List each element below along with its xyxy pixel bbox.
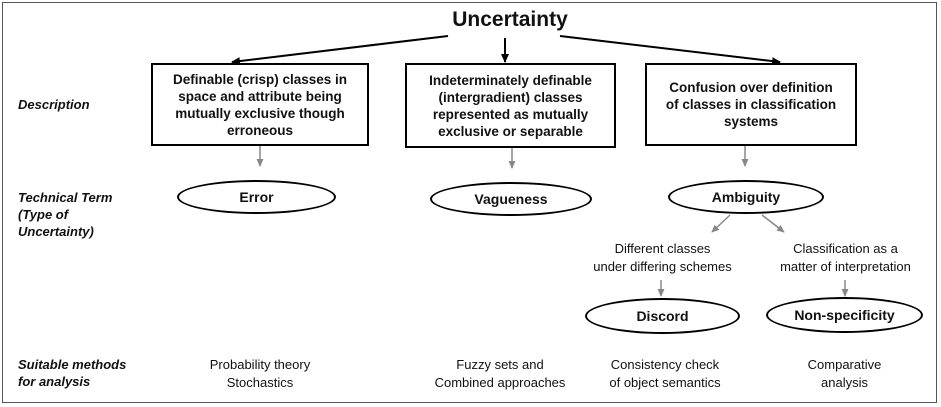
note-different-line1: Different classes <box>614 241 711 256</box>
description-error-line2: space and attribute being <box>178 88 342 104</box>
term-ambiguity: Ambiguity <box>668 180 824 214</box>
row-label-methods: Suitable methods for analysis <box>18 356 126 390</box>
note-different-classes: Different classes under differing scheme… <box>575 240 750 276</box>
arrow-ambiguity-to-different <box>711 214 731 233</box>
row-label-methods-line2: for analysis <box>18 374 91 389</box>
description-vagueness-line3: represented as mutually <box>432 106 589 122</box>
row-label-technical-term-line3: Uncertainty) <box>18 224 94 239</box>
term-error: Error <box>177 180 336 214</box>
description-ambiguity-line3: systems <box>723 114 779 129</box>
method-discord: Consistency check of object semantics <box>585 356 745 392</box>
term-discord-label: Discord <box>636 308 689 324</box>
description-box-error: Definable (crisp) classes in space and a… <box>151 63 369 146</box>
method-non-specificity-line2: analysis <box>821 375 868 390</box>
description-error-line3: mutually exclusive though <box>175 105 345 121</box>
description-box-vagueness: Indeterminately definable (intergradient… <box>405 63 616 148</box>
term-error-label: Error <box>239 189 274 205</box>
arrow-ambiguity-to-classification <box>761 214 785 233</box>
description-error-line1: Definable (crisp) classes in <box>172 71 348 87</box>
description-vagueness-line1: Indeterminately definable <box>429 72 592 88</box>
arrow-title-to-error-box <box>231 35 449 66</box>
note-classification-line1: Classification as a <box>793 241 898 256</box>
method-error: Probability theory Stochastics <box>180 356 340 392</box>
term-ambiguity-label: Ambiguity <box>711 189 781 205</box>
diagram-title: Uncertainty <box>452 8 568 31</box>
arrow-title-to-ambiguity-box <box>559 35 781 66</box>
description-ambiguity-line1: Confusion over definition <box>669 80 833 95</box>
diagram-frame <box>2 2 937 403</box>
method-vagueness-line2: Combined approaches <box>434 375 566 390</box>
note-classification-line2: matter of interpretation <box>780 259 911 274</box>
description-vagueness-line2: (intergradient) classes <box>438 89 583 105</box>
note-different-line2: under differing schemes <box>593 259 732 274</box>
method-vagueness: Fuzzy sets and Combined approaches <box>410 356 590 392</box>
row-label-description-text: Description <box>18 97 90 112</box>
note-classification-interpretation: Classification as a matter of interpreta… <box>758 240 933 276</box>
method-non-specificity: Comparative analysis <box>766 356 923 392</box>
description-vagueness-line4: exclusive or separable <box>438 123 583 139</box>
row-label-methods-line1: Suitable methods <box>18 357 127 372</box>
term-discord: Discord <box>585 298 740 334</box>
row-label-technical-term-line2: (Type of <box>18 207 69 222</box>
term-non-specificity: Non-specificity <box>766 297 923 333</box>
row-label-technical-term: Technical Term (Type of Uncertainty) <box>18 189 112 240</box>
method-non-specificity-line1: Comparative <box>807 357 882 372</box>
term-non-specificity-label: Non-specificity <box>794 307 895 323</box>
term-vagueness: Vagueness <box>430 182 592 216</box>
description-box-ambiguity: Confusion over definition of classes in … <box>645 63 857 146</box>
method-discord-line2: of object semantics <box>609 375 721 390</box>
method-vagueness-line1: Fuzzy sets and <box>456 357 544 372</box>
row-label-description: Description <box>18 96 90 113</box>
description-error-line4: erroneous <box>226 122 293 138</box>
term-vagueness-label: Vagueness <box>474 191 548 207</box>
method-error-line1: Probability theory <box>209 357 311 372</box>
row-label-technical-term-line1: Technical Term <box>18 190 113 205</box>
method-discord-line1: Consistency check <box>610 357 720 372</box>
method-error-line2: Stochastics <box>226 375 294 390</box>
description-ambiguity-line2: of classes in classification <box>665 97 837 112</box>
